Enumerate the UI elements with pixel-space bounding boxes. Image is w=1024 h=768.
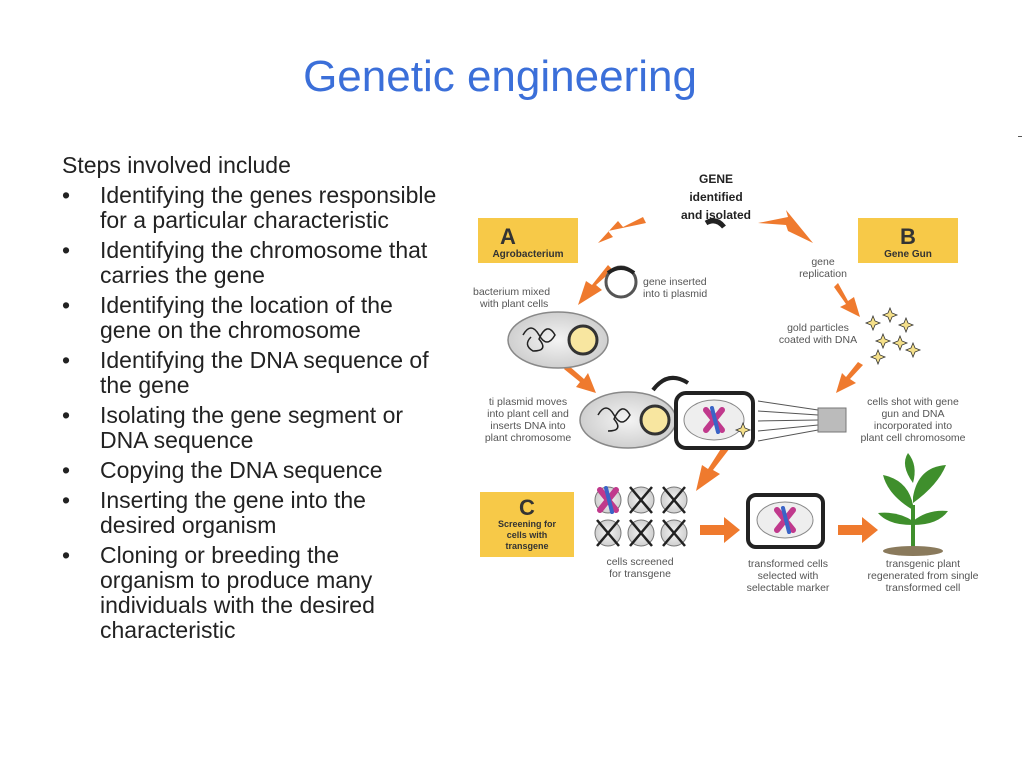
box-c-label: Screening for <box>498 519 557 529</box>
gene-label-line: identified <box>689 190 742 204</box>
gene-gun-lines-icon <box>757 400 819 442</box>
curved-arrow-icon <box>704 218 726 229</box>
caption-cells-shot: cells shot with gene <box>867 396 959 408</box>
step-text: Copying the DNA sequence <box>100 457 383 483</box>
gene-gun-icon <box>817 407 847 433</box>
arrow-icon <box>696 444 730 491</box>
arrow-icon <box>578 265 613 305</box>
bullet-icon: • <box>62 542 71 568</box>
caption-ti-plasmid: plant chromosome <box>485 432 572 444</box>
caption-bacterium-mixed: bacterium mixed <box>473 286 550 298</box>
arrow-icon <box>838 517 878 543</box>
caption-cells-shot: plant cell chromosome <box>860 432 965 444</box>
bullet-icon: • <box>62 402 71 428</box>
box-c-label: transgene <box>505 541 548 551</box>
step-item: • Isolating the gene segment or DNA seque… <box>62 403 437 453</box>
gene-gun-box: B Gene Gun <box>858 218 958 263</box>
box-b-letter: B <box>900 224 916 249</box>
step-item: • Cloning or breeding the organism to pro… <box>62 543 437 643</box>
caption-ti-plasmid: into plant cell and <box>487 408 569 420</box>
caption-gene-inserted: into ti plasmid <box>643 288 707 300</box>
agrobacterium-box: A Agrobacterium <box>478 218 578 263</box>
step-item: • Identifying the DNA sequence of the gen… <box>62 348 437 398</box>
step-text: Cloning or breeding the organism to prod… <box>100 542 375 643</box>
screening-box: C Screening for cells with transgene <box>480 492 574 557</box>
caption-gene-inserted: gene inserted <box>643 276 707 288</box>
gene-label-line: and isolated <box>681 208 751 222</box>
step-text: Inserting the gene into the desired orga… <box>100 487 366 538</box>
steps-intro: Steps involved include <box>62 152 291 178</box>
box-c-label: cells with <box>507 530 548 540</box>
step-text: Identifying the location of the gene on … <box>100 292 393 343</box>
gene-label-line: GENE <box>699 172 733 186</box>
steps-list: • Identifying the genes responsible for a… <box>62 183 437 648</box>
genetic-engineering-diagram: GENE identified and isolated A Agrobacte… <box>473 172 979 594</box>
slide-edge-mark <box>1018 136 1022 137</box>
caption-transformed-cells: selectable marker <box>747 582 830 594</box>
mixed-cell-icon <box>507 311 609 369</box>
transformed-cell-icon <box>746 493 825 549</box>
step-item: • Identifying the chromosome that carries… <box>62 238 437 288</box>
caption-transformed-cells: selected with <box>758 570 819 582</box>
caption-gold-particles: coated with DNA <box>779 334 857 346</box>
step-text: Identifying the genes responsible for a … <box>100 182 437 233</box>
screening-grid-icon <box>594 487 688 547</box>
caption-cells-screened: cells screened <box>606 556 673 568</box>
arrow-icon <box>564 365 596 393</box>
caption-gene-replication: gene <box>811 256 835 268</box>
bullet-icon: • <box>62 292 71 318</box>
bullet-icon: • <box>62 182 71 208</box>
ti-plasmid-cell-icon <box>579 391 677 449</box>
step-text: Isolating the gene segment or DNA sequen… <box>100 402 404 453</box>
caption-transgenic-plant: transgenic plant <box>886 558 960 570</box>
transgenic-plant-icon <box>878 453 948 556</box>
box-b-label: Gene Gun <box>884 249 932 260</box>
flow-arrows <box>564 210 878 543</box>
caption-bacterium-mixed: with plant cells <box>479 298 548 310</box>
curved-arrow-icon <box>651 375 690 392</box>
step-item: • Copying the DNA sequence <box>62 458 437 483</box>
step-item: • Inserting the gene into the desired org… <box>62 488 437 538</box>
arrow-icon <box>836 362 863 393</box>
caption-cells-shot: gun and DNA <box>881 408 944 420</box>
caption-transgenic-plant: regenerated from single <box>868 570 979 582</box>
arrow-icon <box>834 283 860 317</box>
box-c-letter: C <box>519 495 535 520</box>
caption-gene-replication: replication <box>799 268 847 280</box>
step-text: Identifying the DNA sequence of the gene <box>100 347 429 398</box>
step-item: • Identifying the genes responsible for a… <box>62 183 437 233</box>
caption-ti-plasmid: ti plasmid moves <box>489 396 567 408</box>
gene-label: GENE identified and isolated <box>681 172 751 222</box>
gold-particles-icon <box>865 307 921 365</box>
caption-transgenic-plant: transformed cell <box>886 582 961 594</box>
step-text: Identifying the chromosome that carries … <box>100 237 428 288</box>
bullet-icon: • <box>62 487 71 513</box>
bullet-icon: • <box>62 457 71 483</box>
caption-ti-plasmid: inserts DNA into <box>490 420 565 432</box>
arrow-icon <box>700 517 740 543</box>
nucleus-cell-icon <box>674 391 755 450</box>
box-a-letter: A <box>500 224 516 249</box>
caption-cells-shot: incorporated into <box>874 420 952 432</box>
bullet-icon: • <box>62 237 71 263</box>
arrow-icon <box>598 217 646 243</box>
caption-cells-screened: for transgene <box>609 568 671 580</box>
bullet-icon: • <box>62 347 71 373</box>
slide-title: Genetic engineering <box>303 52 697 101</box>
caption-gold-particles: gold particles <box>787 322 849 334</box>
box-a-label: Agrobacterium <box>492 249 563 260</box>
arrow-icon <box>758 210 813 243</box>
caption-transformed-cells: transformed cells <box>748 558 828 570</box>
step-item: • Identifying the location of the gene on… <box>62 293 437 343</box>
